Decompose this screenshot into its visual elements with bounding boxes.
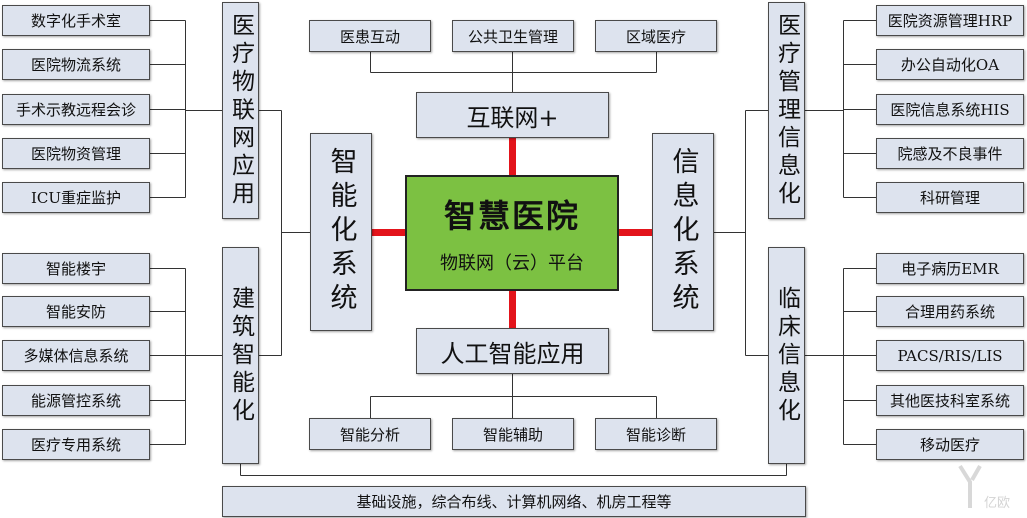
platform-title: 智慧医院: [443, 197, 580, 235]
right-item-pacs-ris-lis: PACS/RIS/LIS: [876, 340, 1024, 371]
item-label: 医疗专用系统: [30, 436, 121, 454]
red-link-right: [619, 229, 652, 236]
item-label: 医院资源管理HRP: [887, 12, 1013, 30]
item-label: 科研管理: [919, 189, 980, 207]
platform-subtitle: 物联网（云）平台: [440, 253, 584, 274]
hub-label: 互联网+: [466, 103, 559, 132]
internet-plus-box: 互联网+: [416, 92, 609, 138]
red-link-bottom: [509, 291, 516, 328]
group-management-informatization: 医疗管理信息化: [768, 2, 805, 219]
group-clinical-informatization: 临床信息化: [768, 247, 805, 464]
system-label: 智能化系统: [325, 147, 357, 317]
group-building-intelligence: 建筑智能化: [222, 247, 259, 464]
left-bottom-bracket: [150, 268, 222, 445]
bottom-child-analysis: 智能分析: [309, 418, 431, 450]
right-item-his: 医院信息系统HIS: [876, 94, 1024, 125]
item-label: 办公自动化OA: [900, 56, 1000, 74]
item-label: 区域医疗: [625, 27, 686, 46]
ai-application-box: 人工智能应用: [416, 328, 609, 374]
right-item-mobile-medical: 移动医疗: [876, 429, 1024, 460]
red-link-left: [371, 229, 405, 236]
item-label: 医院物流系统: [30, 56, 121, 74]
group-label: 医疗物联网应用: [227, 12, 254, 209]
item-label: 电子病历EMR: [901, 260, 999, 278]
right-item-research: 科研管理: [876, 182, 1024, 213]
left-item-icu-monitoring: ICU重症监护: [2, 182, 150, 213]
hub-label: 人工智能应用: [440, 339, 585, 368]
item-label: 能源管控系统: [30, 392, 121, 410]
item-label: PACS/RIS/LIS: [897, 346, 1003, 365]
left-item-digital-operating-room: 数字化手术室: [2, 5, 150, 36]
right-item-emr: 电子病历EMR: [876, 253, 1024, 284]
right-top-bracket: [805, 20, 876, 198]
left-top-bracket: [150, 20, 222, 198]
top-child-doctor-patient: 医患互动: [309, 20, 431, 52]
information-system-box: 信息化系统: [652, 133, 714, 331]
item-label: 手术示教远程会诊: [15, 101, 136, 119]
watermark-logo: 亿欧: [958, 462, 1020, 516]
item-label: 智能分析: [339, 425, 400, 444]
left-item-smart-security: 智能安防: [2, 296, 150, 327]
red-link-top: [509, 138, 516, 175]
item-label: 合理用药系统: [904, 303, 995, 321]
right-item-rational-drug: 合理用药系统: [876, 296, 1024, 327]
left-item-hospital-logistics: 医院物流系统: [2, 49, 150, 80]
group-label: 建筑智能化: [227, 285, 254, 426]
group-label: 临床信息化: [773, 285, 800, 426]
top-child-public-health: 公共卫生管理: [452, 20, 574, 52]
left-merge-connector: [259, 110, 310, 356]
infrastructure-box: 基础设施，综合布线、计算机网络、机房工程等: [222, 486, 806, 517]
item-label: 医院信息系统HIS: [890, 101, 1010, 119]
intelligent-system-box: 智能化系统: [310, 133, 372, 331]
item-label: 智能诊断: [625, 425, 686, 444]
item-label: 智能楼宇: [45, 260, 106, 278]
item-label: 移动医疗: [919, 436, 980, 454]
left-item-materials-management: 医院物资管理: [2, 138, 150, 169]
group-medical-iot: 医疗物联网应用: [222, 2, 259, 219]
right-item-hrp: 医院资源管理HRP: [876, 5, 1024, 36]
item-label: 多媒体信息系统: [23, 347, 129, 365]
right-item-oa: 办公自动化OA: [876, 49, 1024, 80]
system-label: 信息化系统: [667, 147, 699, 317]
item-label: 数字化手术室: [30, 12, 121, 30]
bottom-child-assistance: 智能辅助: [452, 418, 574, 450]
item-label: 医患互动: [339, 27, 400, 46]
left-item-remote-surgery-teaching: 手术示教远程会诊: [2, 94, 150, 125]
top-child-regional-medical: 区域医疗: [595, 20, 717, 52]
top-branch-connector: [370, 52, 657, 92]
foundation-label: 基础设施，综合布线、计算机网络、机房工程等: [356, 493, 672, 511]
left-item-medical-special: 医疗专用系统: [2, 429, 150, 460]
watermark-y-icon: [958, 464, 982, 508]
watermark-text: 亿欧: [984, 496, 1011, 511]
foundation-connector: [240, 464, 787, 476]
group-label: 医疗管理信息化: [773, 12, 800, 209]
left-item-energy-control: 能源管控系统: [2, 385, 150, 416]
bottom-branch-connector: [370, 374, 657, 418]
item-label: 智能安防: [45, 303, 106, 321]
right-item-other-medtech: 其他医技科室系统: [876, 385, 1024, 416]
right-bottom-bracket: [805, 268, 876, 445]
item-label: ICU重症监护: [30, 189, 122, 207]
item-label: 公共卫生管理: [467, 27, 558, 46]
right-item-infection-events: 院感及不良事件: [876, 138, 1024, 169]
item-label: 其他医技科室系统: [889, 392, 1010, 410]
left-item-multimedia: 多媒体信息系统: [2, 340, 150, 371]
smart-hospital-platform: 智慧医院 物联网（云）平台: [405, 175, 619, 291]
item-label: 智能辅助: [482, 425, 543, 444]
item-label: 医院物资管理: [30, 145, 121, 163]
left-item-smart-building: 智能楼宇: [2, 253, 150, 284]
bottom-child-diagnosis: 智能诊断: [595, 418, 717, 450]
item-label: 院感及不良事件: [897, 145, 1003, 163]
right-merge-connector: [714, 110, 768, 356]
